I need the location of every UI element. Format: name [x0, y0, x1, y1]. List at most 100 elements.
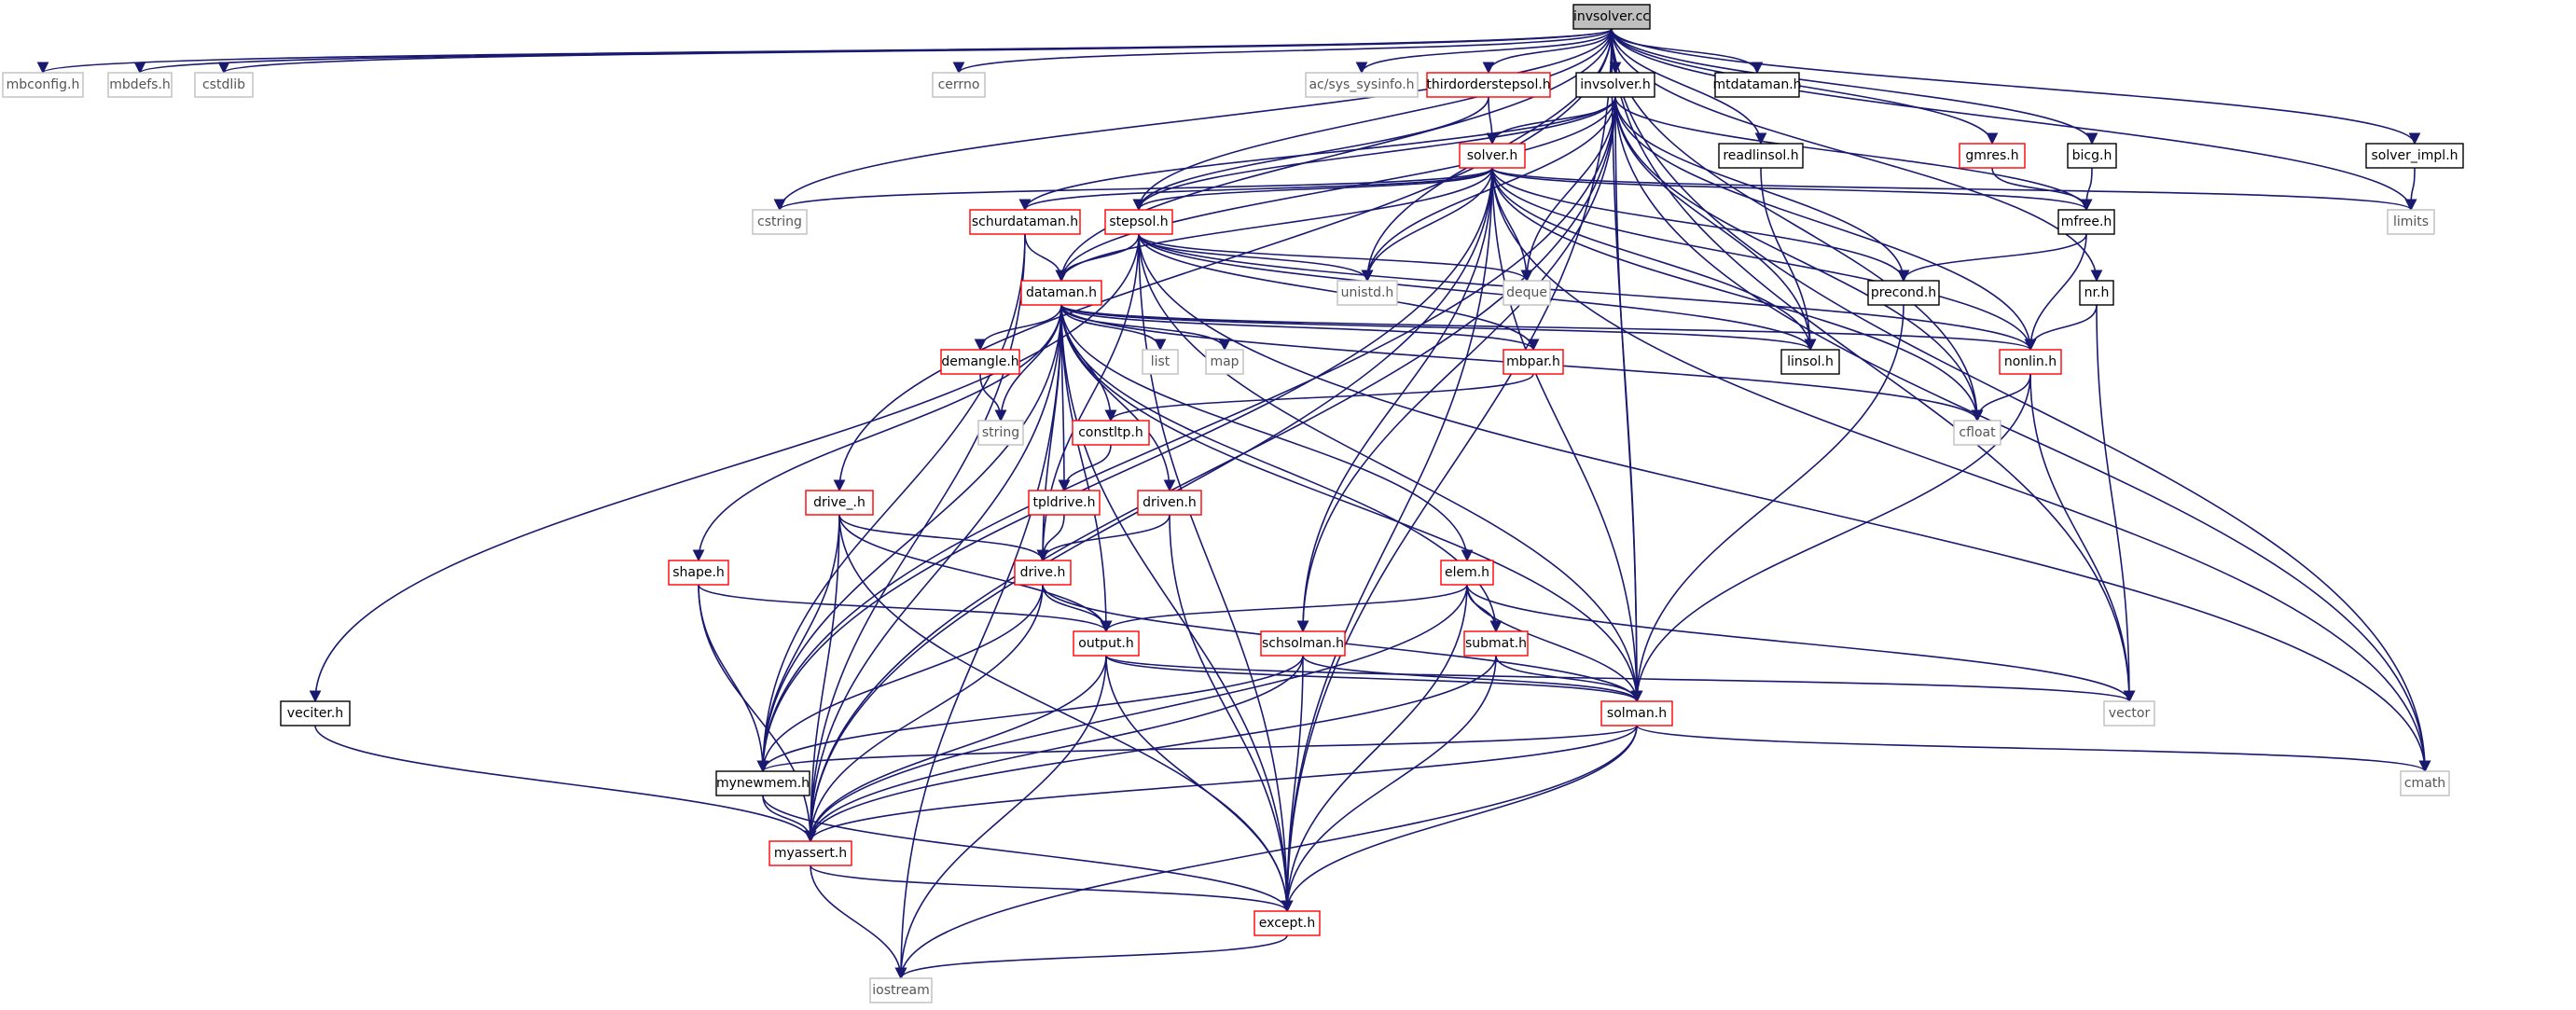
- node-invsolver_cc[interactable]: invsolver.cc: [1572, 4, 1651, 30]
- edge-constltp-to-tpldrive: [1058, 444, 1112, 492]
- node-label-constltp: constltp.h: [1078, 425, 1143, 440]
- node-readlinsol[interactable]: readlinsol.h: [1718, 143, 1804, 169]
- dependency-edges: [37, 28, 2431, 980]
- node-invsolver_h[interactable]: invsolver.h: [1575, 72, 1655, 98]
- node-myassert[interactable]: myassert.h: [769, 840, 852, 866]
- node-label-readlinsol: readlinsol.h: [1723, 148, 1798, 163]
- node-except[interactable]: except.h: [1253, 910, 1321, 936]
- node-label-gmres: gmres.h: [1965, 148, 2018, 163]
- node-box-invsolver_h: [1575, 72, 1655, 98]
- node-precond[interactable]: precond.h: [1867, 280, 1940, 306]
- edge-invsolver_h-to-solman: [1614, 96, 1643, 703]
- edge-solver_h-to-schsolman: [1296, 167, 1493, 633]
- edge-mynewmem-to-myassert: [762, 795, 817, 843]
- edge-invsolver_cc-to-stepsol: [1132, 28, 1613, 212]
- node-list: list: [1142, 349, 1179, 375]
- node-drive_[interactable]: drive_.h: [805, 490, 874, 516]
- node-label-cstdlib: cstdlib: [202, 77, 245, 92]
- edge-drive_h-to-myassert: [804, 584, 1044, 843]
- node-tpldrive[interactable]: tpldrive.h: [1028, 490, 1101, 516]
- node-box-mbdefs: [107, 72, 173, 98]
- node-dataman[interactable]: dataman.h: [1020, 280, 1102, 306]
- edge-elem-to-solman: [1466, 584, 1643, 703]
- node-label-nonlin: nonlin.h: [2004, 354, 2057, 369]
- node-veciter[interactable]: veciter.h: [280, 700, 351, 726]
- node-box-myassert: [769, 840, 852, 866]
- node-mynewmem[interactable]: mynewmem.h: [715, 770, 810, 796]
- node-mtdataman[interactable]: mtdataman.h: [1712, 72, 1802, 98]
- edge-solver_h-to-cfloat: [1491, 167, 1984, 422]
- edge-stepsol-to-mbpar: [1138, 233, 1540, 352]
- node-schurdataman[interactable]: schurdataman.h: [969, 209, 1081, 235]
- edge-drive_-to-mynewmem: [756, 514, 840, 773]
- node-submat[interactable]: submat.h: [1463, 630, 1529, 657]
- node-box-except: [1253, 910, 1321, 936]
- node-label-schsolman: schsolman.h: [1262, 636, 1344, 651]
- edge-invsolver_h-to-schsolman: [1296, 96, 1616, 633]
- node-stepsol[interactable]: stepsol.h: [1104, 209, 1173, 235]
- node-schsolman[interactable]: schsolman.h: [1260, 630, 1346, 657]
- node-box-output: [1073, 630, 1140, 657]
- node-mfree[interactable]: mfree.h: [2057, 209, 2115, 235]
- node-shape[interactable]: shape.h: [668, 560, 729, 586]
- edge-invsolver_cc-to-bicg: [1611, 28, 2098, 145]
- node-linsol[interactable]: linsol.h: [1780, 349, 1840, 375]
- node-nonlin[interactable]: nonlin.h: [1999, 349, 2062, 375]
- node-label-mbdefs: mbdefs.h: [109, 77, 171, 92]
- node-demangle[interactable]: demangle.h: [940, 349, 1020, 375]
- edge-drive_h-to-mynewmem: [756, 584, 1044, 773]
- node-label-solman: solman.h: [1607, 706, 1667, 721]
- edge-dataman-to-iostream: [894, 304, 1062, 980]
- edge-demangle-to-string: [979, 373, 1007, 422]
- edge-drive_-to-drive_h: [838, 514, 1049, 562]
- node-box-unistd: [1336, 280, 1398, 306]
- node-elem[interactable]: elem.h: [1440, 560, 1494, 586]
- edge-invsolver_h-to-cfloat: [1614, 96, 1984, 422]
- node-box-iostream: [869, 977, 933, 1003]
- edge-schurdataman-to-dataman: [1024, 233, 1068, 283]
- node-driven[interactable]: driven.h: [1137, 490, 1202, 516]
- edge-veciter-to-myassert: [314, 725, 817, 843]
- node-label-solver_h: solver.h: [1467, 148, 1517, 163]
- node-solver_h[interactable]: solver.h: [1459, 143, 1526, 169]
- node-label-nr: nr.h: [2084, 285, 2110, 300]
- edge-dataman-to-shape: [692, 304, 1062, 562]
- node-bicg[interactable]: bicg.h: [2067, 143, 2117, 169]
- edge-invsolver_cc-to-solver_impl: [1611, 28, 2421, 145]
- edge-invsolver_h-to-nonlin: [1614, 96, 2037, 352]
- node-box-stepsol: [1104, 209, 1173, 235]
- node-drive_h[interactable]: drive.h: [1014, 560, 1072, 586]
- node-box-cstring: [752, 209, 808, 235]
- node-map: map: [1205, 349, 1244, 375]
- node-label-invsolver_cc: invsolver.cc: [1573, 9, 1650, 24]
- node-box-vector: [2103, 700, 2155, 726]
- node-box-linsol: [1780, 349, 1840, 375]
- node-box-precond: [1867, 280, 1940, 306]
- edge-stepsol-to-except: [1138, 233, 1294, 913]
- node-box-constltp: [1072, 420, 1150, 446]
- node-limits: limits: [2387, 209, 2435, 235]
- node-mbpar[interactable]: mbpar.h: [1503, 349, 1564, 375]
- node-label-shape: shape.h: [672, 565, 725, 580]
- node-gmres[interactable]: gmres.h: [1959, 143, 2026, 169]
- node-constltp[interactable]: constltp.h: [1072, 420, 1150, 446]
- node-nr[interactable]: nr.h: [2079, 280, 2114, 306]
- node-output[interactable]: output.h: [1073, 630, 1140, 657]
- node-label-schurdataman: schurdataman.h: [972, 214, 1078, 229]
- node-sysinfo: ac/sys_sysinfo.h: [1305, 72, 1419, 98]
- edge-submat-to-except: [1281, 655, 1497, 913]
- node-box-mbpar: [1503, 349, 1564, 375]
- edge-dataman-to-drive_h: [1036, 304, 1062, 562]
- edge-elem-to-output: [1100, 584, 1468, 633]
- edge-output-to-vector: [1105, 655, 2135, 703]
- edge-schsolman-to-mynewmem: [756, 655, 1304, 773]
- edge-stepsol-to-deque: [1138, 233, 1533, 283]
- node-box-nr: [2079, 280, 2114, 306]
- node-box-bicg: [2067, 143, 2117, 169]
- node-box-solver_h: [1459, 143, 1526, 169]
- node-label-thirdorder: thirdorderstepsol.h: [1426, 77, 1550, 92]
- node-thirdorder[interactable]: thirdorderstepsol.h: [1426, 72, 1551, 98]
- node-box-schurdataman: [969, 209, 1081, 235]
- node-solver_impl[interactable]: solver_impl.h: [2365, 143, 2464, 169]
- node-solman[interactable]: solman.h: [1600, 700, 1673, 726]
